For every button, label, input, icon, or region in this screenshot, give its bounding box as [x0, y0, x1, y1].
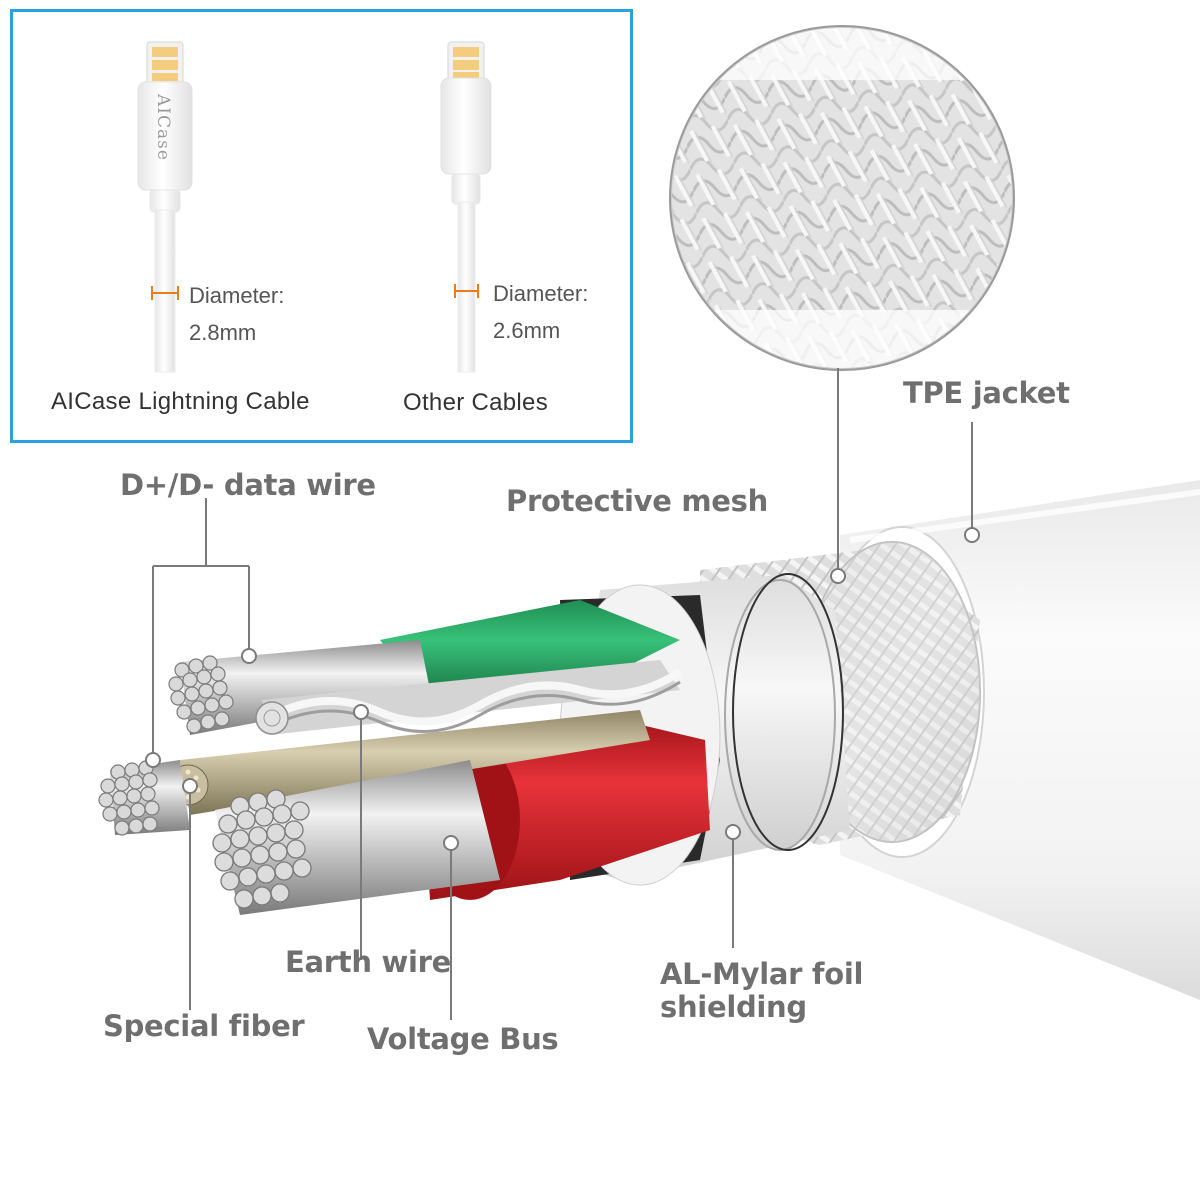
right-caption: Other Cables [403, 389, 548, 416]
data-wire-label: D+/D- data wire [120, 468, 376, 502]
protective-mesh-label: Protective mesh [506, 484, 768, 518]
leader-dots [145, 527, 980, 851]
right-diameter-label: Diameter: [493, 281, 589, 306]
foil-shielding-label-line2: shielding [660, 990, 807, 1024]
tpe-jacket-label: TPE jacket [903, 376, 1070, 410]
earth-wire-label: Earth wire [285, 945, 451, 979]
diameter-marker [454, 284, 479, 298]
leader-lines [152, 368, 973, 1020]
voltage-bus-label: Voltage Bus [367, 1022, 559, 1056]
data-wire-bundle [168, 640, 430, 735]
other-cable-illustration [440, 41, 492, 373]
brand-logo-text: AICase [153, 94, 173, 161]
left-caption: AICase Lightning Cable [51, 388, 310, 415]
left-diameter-value: 2.8mm [189, 320, 257, 345]
aicase-cable-illustration [137, 41, 193, 373]
left-diameter-label: Diameter: [189, 283, 285, 308]
foil-shielding-label-line1: AL-Mylar foil [660, 957, 864, 991]
special-fiber-label: Special fiber [103, 1009, 305, 1043]
diameter-marker [151, 286, 179, 300]
right-diameter-value: 2.6mm [493, 318, 561, 343]
data-wire-bundle-lower [98, 760, 190, 836]
mesh-zoom-view [669, 25, 1015, 371]
comparison-panel [10, 9, 633, 443]
voltage-bus-conductors [212, 760, 500, 915]
